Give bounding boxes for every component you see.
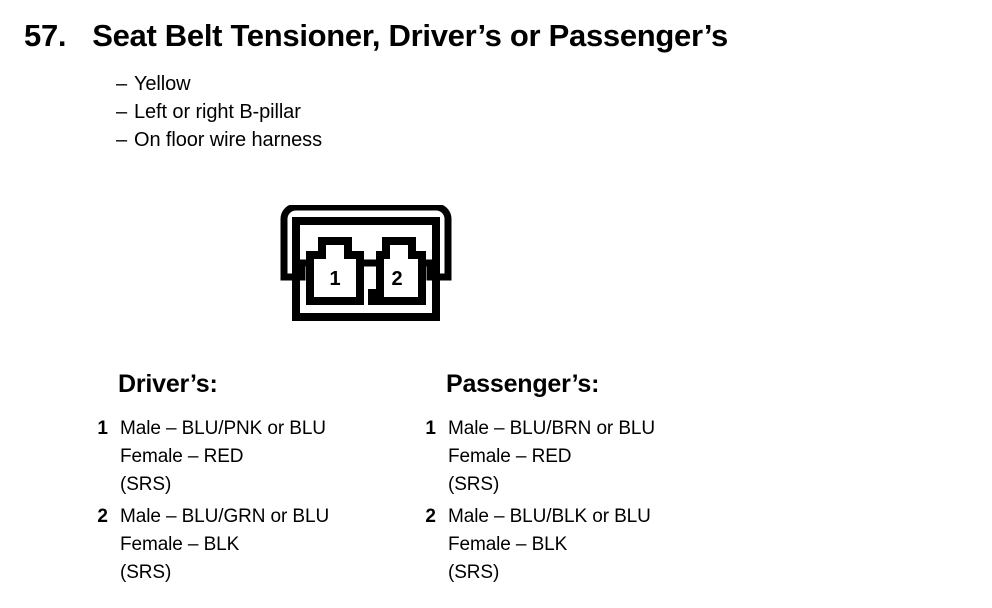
dash-bullet-icon: – [116,101,128,123]
pin-line-male: Male – BLU/BLK or BLU [448,506,651,527]
pin-line-male: Male – BLU/BRN or BLU [448,418,655,439]
passenger-column-heading: Passenger’s: [446,370,600,398]
pin-line-female: Female – BLK [448,534,568,555]
connector-cavity-1 [306,237,364,305]
pin-line-female: Female – BLK [120,534,240,555]
pin-line-female: Female – RED [120,446,244,467]
entry-number: 57. [24,18,67,53]
pin-line-male: Male – BLU/GRN or BLU [120,506,330,527]
pin-entry: 1 Male – BLU/BRN or BLU Female – RED (SR… [420,415,655,499]
pin-line-male: Male – BLU/PNK or BLU [120,418,326,439]
pin-line-female: Female – RED [448,446,572,467]
attribute-text: Left or right B-pillar [134,101,301,123]
page-title: Seat Belt Tensioner, Driver’s or Passeng… [92,18,728,53]
cavity-label-2: 2 [391,268,402,290]
connector-cavity-2 [368,237,426,305]
dash-bullet-icon: – [116,129,128,151]
attribute-item-location: –Left or right B-pillar [116,98,322,126]
pin-line-system: (SRS) [448,562,500,583]
attribute-text: Yellow [134,73,191,95]
passenger-pinout-column: Passenger’s: 1 Male – BLU/BRN or BLU Fem… [420,370,655,591]
pin-number: 2 [97,506,108,527]
connector-inner-housing [292,217,440,321]
attribute-text: On floor wire harness [134,129,322,151]
driver-column-heading: Driver’s: [118,370,218,398]
dash-bullet-icon: – [116,73,128,95]
connector-outer-shell [280,205,452,281]
attribute-item-color: –Yellow [116,70,322,98]
pin-line-system: (SRS) [448,474,500,495]
driver-pinout-column: Driver’s: 1 Male – BLU/PNK or BLU Female… [92,370,329,591]
pin-entry: 2 Male – BLU/GRN or BLU Female – BLK (SR… [92,503,329,587]
attribute-item-harness: –On floor wire harness [116,126,322,154]
entry-title-row: 57. Seat Belt Tensioner, Driver’s or Pas… [24,18,728,54]
pin-line-system: (SRS) [120,474,172,495]
pin-number: 1 [97,418,108,439]
pin-number: 1 [425,418,436,439]
pin-number: 2 [425,506,436,527]
pin-line-system: (SRS) [120,562,172,583]
pin-entry: 1 Male – BLU/PNK or BLU Female – RED (SR… [92,415,329,499]
pin-entry: 2 Male – BLU/BLK or BLU Female – BLK (SR… [420,503,655,587]
attribute-list: –Yellow –Left or right B-pillar –On floo… [116,70,322,154]
connector-diagram: 1 2 [270,205,462,325]
cavity-label-1: 1 [329,268,340,290]
